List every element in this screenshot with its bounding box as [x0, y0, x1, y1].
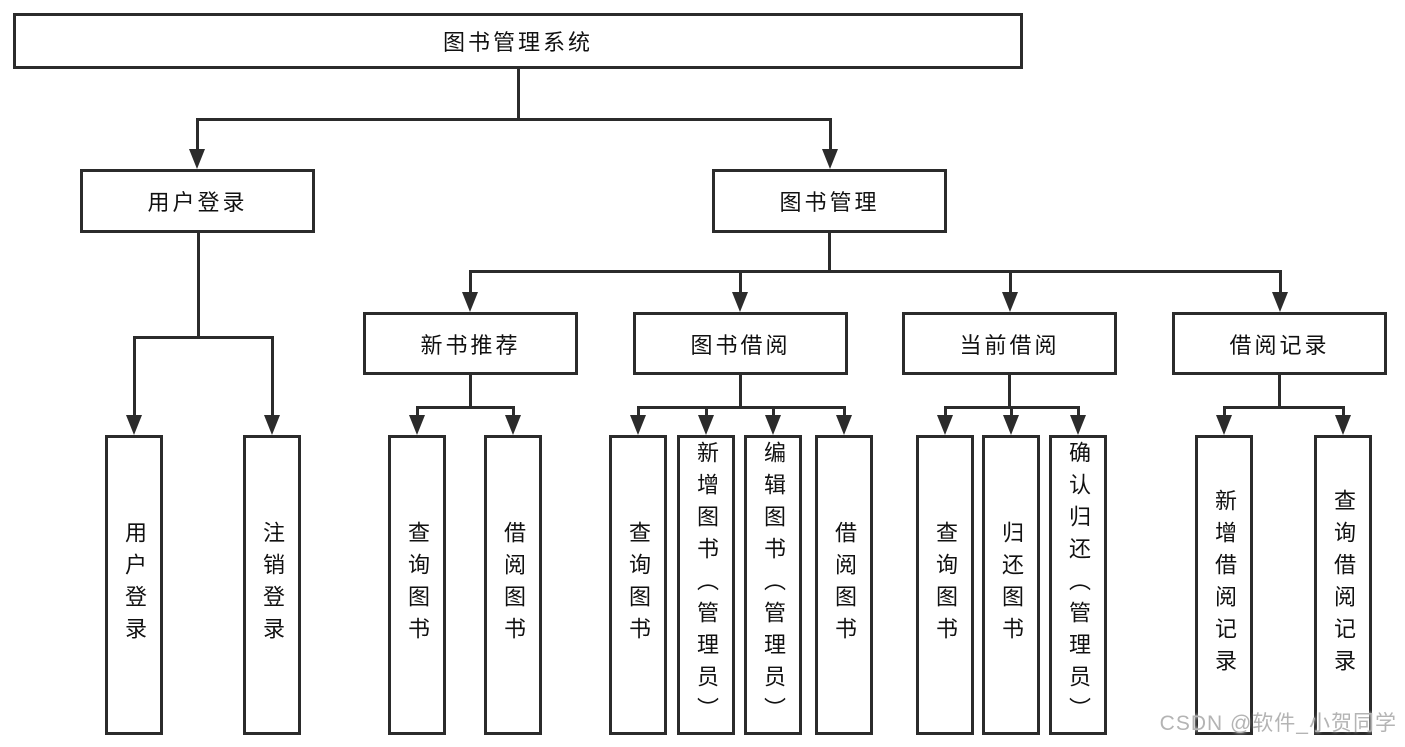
leaf-label: 新增图书（管理员）	[694, 441, 719, 729]
arrow-down-icon	[732, 273, 748, 312]
arrow-down-icon	[836, 409, 852, 435]
connector-line	[195, 117, 832, 121]
arrow-down-icon	[462, 273, 478, 312]
connector-line	[943, 406, 1080, 409]
connector-line	[636, 406, 846, 409]
arrow-down-icon	[409, 409, 425, 435]
leaf-label: 查询图书	[933, 521, 958, 649]
connector-line	[196, 233, 200, 337]
node-book-management: 图书管理	[712, 169, 947, 233]
connector-line	[1222, 406, 1345, 409]
leaf-query-books-borrowing: 查询图书	[609, 435, 667, 735]
leaf-borrow-books: 借阅图书	[815, 435, 873, 735]
leaf-label: 确认归还（管理员）	[1066, 441, 1091, 729]
node-user-login: 用户登录	[80, 169, 315, 233]
arrow-down-icon	[937, 409, 953, 435]
connector-line	[739, 375, 742, 407]
arrow-down-icon	[1070, 409, 1086, 435]
leaf-label: 查询图书	[626, 521, 651, 649]
leaf-label: 新增借阅记录	[1212, 489, 1237, 681]
leaf-label: 编辑图书（管理员）	[761, 441, 786, 729]
connector-line	[415, 406, 515, 409]
connector-line	[1008, 375, 1011, 407]
leaf-add-borrow-record: 新增借阅记录	[1195, 435, 1253, 735]
node-new-book-recommend: 新书推荐	[363, 312, 578, 375]
leaf-label: 借阅图书	[832, 521, 857, 649]
leaf-label: 用户登录	[122, 521, 147, 649]
leaf-add-books-admin: 新增图书（管理员）	[677, 435, 735, 735]
node-library-system: 图书管理系统	[13, 13, 1023, 69]
connector-line	[516, 69, 520, 119]
connector-line	[827, 233, 831, 272]
arrow-down-icon	[1002, 273, 1018, 312]
leaf-label: 查询图书	[405, 521, 430, 649]
connector-line	[468, 270, 1282, 273]
arrow-down-icon	[630, 409, 646, 435]
node-book-borrowing: 图书借阅	[633, 312, 848, 375]
arrow-down-icon	[264, 338, 280, 435]
node-current-borrowing: 当前借阅	[902, 312, 1117, 375]
arrow-down-icon	[1335, 409, 1351, 435]
leaf-label: 注销登录	[260, 521, 285, 649]
arrow-down-icon	[1272, 273, 1288, 312]
arrow-down-icon	[505, 409, 521, 435]
leaf-label: 借阅图书	[501, 521, 526, 649]
arrow-down-icon	[765, 409, 781, 435]
node-borrowing-records: 借阅记录	[1172, 312, 1387, 375]
arrow-down-icon	[1003, 409, 1019, 435]
arrow-down-icon	[822, 120, 838, 169]
arrow-down-icon	[1216, 409, 1232, 435]
leaf-query-borrow-record: 查询借阅记录	[1314, 435, 1372, 735]
csdn-watermark: CSDN @软件_小贺同学	[1159, 712, 1397, 735]
leaf-edit-books-admin: 编辑图书（管理员）	[744, 435, 802, 735]
arrow-down-icon	[698, 409, 714, 435]
leaf-return-books: 归还图书	[982, 435, 1040, 735]
connector-line	[132, 335, 274, 339]
leaf-logout: 注销登录	[243, 435, 301, 735]
leaf-confirm-return-admin: 确认归还（管理员）	[1049, 435, 1107, 735]
leaf-borrow-books-recommend: 借阅图书	[484, 435, 542, 735]
arrow-down-icon	[189, 120, 205, 169]
leaf-query-books-recommend: 查询图书	[388, 435, 446, 735]
arrow-down-icon	[126, 338, 142, 435]
leaf-user-login: 用户登录	[105, 435, 163, 735]
connector-line	[1278, 375, 1281, 407]
leaf-label: 归还图书	[999, 521, 1024, 649]
connector-line	[469, 375, 472, 407]
leaf-query-books-current: 查询图书	[916, 435, 974, 735]
leaf-label: 查询借阅记录	[1331, 489, 1356, 681]
